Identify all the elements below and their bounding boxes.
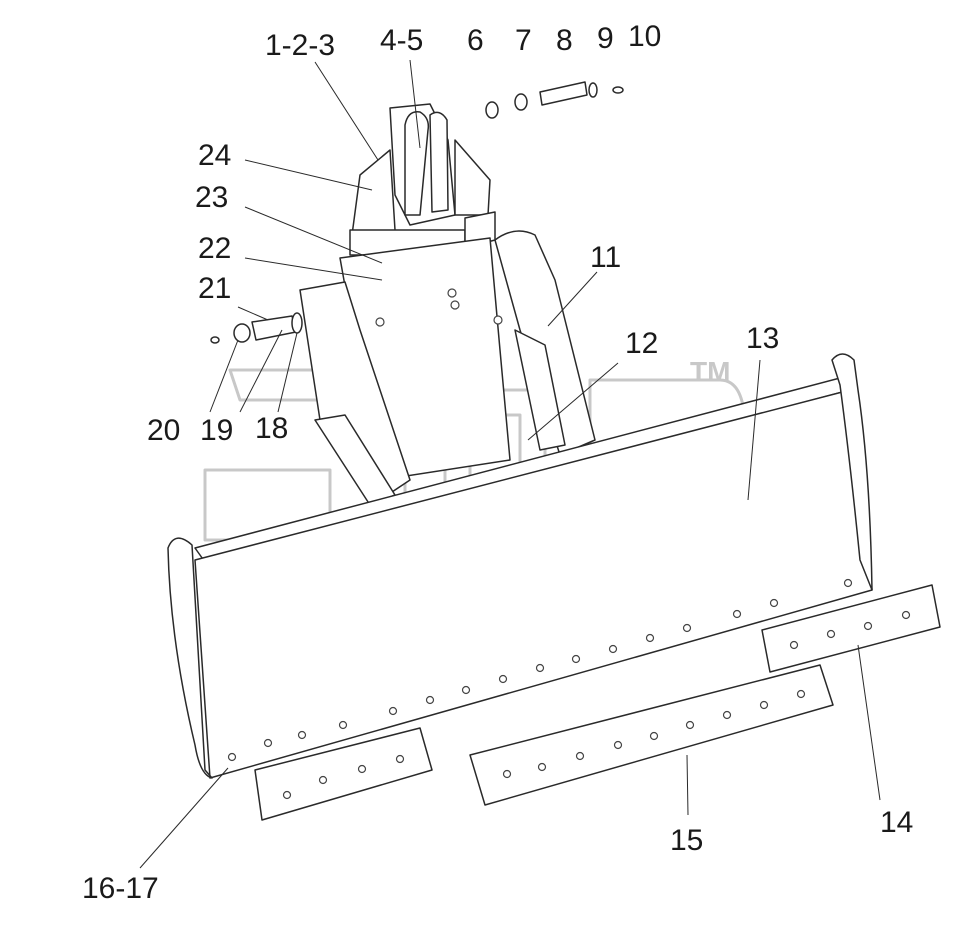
label-13: 13 [746,322,779,355]
watermark-tm: TM [690,356,730,387]
label-20: 20 [147,414,180,447]
bolt-10 [612,86,624,94]
part-labels: 1-2-3 4-5 6 7 8 9 10 24 23 22 21 11 12 1… [82,20,913,905]
label-22: 22 [198,232,231,265]
label-18: 18 [255,412,288,445]
label-12: 12 [625,327,658,360]
label-11: 11 [590,241,621,274]
label-21: 21 [198,272,231,305]
label-14: 14 [880,806,913,839]
washer-7 [514,93,528,111]
label-23: 23 [195,181,228,214]
label-16-17: 16-17 [82,872,159,905]
washer-6 [485,101,499,119]
cutting-edge-14 [761,584,941,673]
mount-ear [404,111,430,216]
mount-ear-2 [429,111,449,213]
arm-right-inner [514,329,566,451]
cutting-edge-left [254,727,433,821]
pin-8 [539,81,588,106]
washer-19 [233,323,251,343]
leader-lines [139,59,881,869]
label-8: 8 [556,24,573,57]
washer-9 [588,82,598,98]
label-6: 6 [467,24,484,57]
blade-end-left [167,537,213,779]
label-7: 7 [515,24,532,57]
blade-holes [227,288,911,800]
blade-end-right [831,353,873,591]
bolt-20 [210,336,220,344]
label-19: 19 [200,414,233,447]
label-15: 15 [670,824,703,857]
label-24: 24 [198,139,231,172]
mount-side-right [454,139,491,216]
label-9: 9 [597,22,614,55]
label-4-5: 4-5 [380,24,423,57]
pin-21 [251,315,297,341]
label-1-2-3: 1-2-3 [265,29,335,62]
label-10: 10 [628,20,661,53]
washer-18 [291,312,303,334]
